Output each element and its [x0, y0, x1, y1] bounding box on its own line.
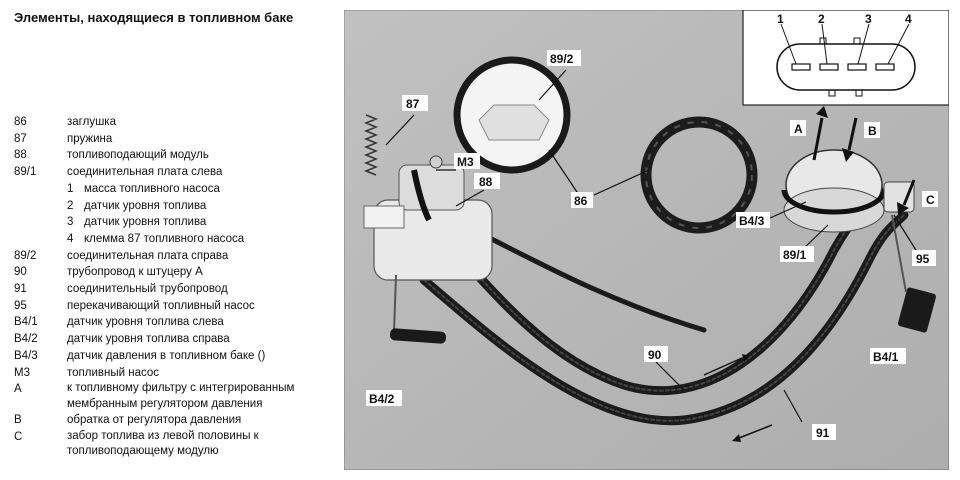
legend-description: заглушка	[67, 116, 116, 128]
legend-subnumber: 4	[67, 232, 74, 245]
label-B4-3: B4/3	[739, 214, 765, 228]
legend-description: обратка от регулятора давления	[67, 414, 242, 427]
legend-description: датчик давления в топливном баке ()	[67, 349, 266, 362]
flow-arrows	[703, 106, 916, 442]
label-B4-2: B4/2	[369, 392, 395, 406]
legend-description: пружина	[67, 132, 113, 145]
legend-code: B4/1	[14, 316, 38, 329]
connector-inset: 1 2 3 4	[742, 10, 949, 106]
label-95: 95	[916, 252, 930, 266]
legend-description: соединительный трубопровод	[67, 283, 228, 296]
legend-subnumber: 3	[67, 216, 74, 229]
legend-description: перекачивающий топливный насос	[67, 299, 255, 312]
connection-plate-left	[781, 149, 915, 233]
cap-89-2	[453, 56, 571, 174]
legend-item: 1 масса топливного насоса	[14, 181, 340, 198]
leader-lines	[385, 69, 920, 423]
cap-86-ring	[640, 116, 758, 234]
label-86: 86	[574, 194, 588, 208]
legend-code: 87	[14, 132, 27, 145]
legend-item: B4/2 датчик уровня топлива справа	[14, 331, 340, 348]
legend-code	[14, 181, 67, 198]
legend-code: 86	[14, 116, 27, 128]
legend-code: 90	[14, 266, 27, 279]
legend-item: B4/1 датчик уровня топлива слева	[14, 314, 340, 331]
legend-code: 88	[14, 149, 27, 162]
legend-subnumber: 2	[67, 199, 74, 212]
legend-description: датчик уровня топлива справа	[67, 333, 230, 346]
legend-code: B	[14, 414, 22, 427]
legend-description: трубопровод к штуцеру А	[67, 266, 203, 279]
label-M3: M3	[457, 155, 474, 169]
label-89-1: 89/1	[783, 248, 807, 262]
legend-description: датчик уровня топлива	[84, 216, 207, 229]
legend-subnumber: 1	[67, 182, 74, 195]
legend-description: соединительная плата слева	[67, 166, 223, 179]
photo-labels: 87 M3 88 89/2 86 A B C B4/3 89/1 95 B4/1…	[366, 50, 938, 440]
spring	[363, 114, 379, 176]
legend-list: 86 заглушка 87 пружина 88 топливоподающий мод…	[14, 114, 340, 460]
legend-item: M3 топливный насос	[14, 365, 340, 382]
legend-code	[14, 214, 67, 231]
legend-code: B4/2	[14, 333, 38, 346]
legend-item: 95 перекачивающий топливный насос	[14, 298, 340, 315]
level-sensor-left	[898, 287, 936, 333]
connector-pin-4: 4	[905, 12, 912, 26]
hoses	[419, 185, 909, 426]
legend-code: B4/3	[14, 349, 38, 362]
legend-item: 86 заглушка	[14, 114, 340, 131]
legend-description: датчик уровня топлива слева	[67, 316, 224, 329]
legend-item: 88 топливоподающий модуль	[14, 147, 340, 164]
legend-code: C	[14, 430, 23, 443]
legend-code: M3	[14, 366, 30, 379]
connector-pin-3: 3	[865, 12, 872, 26]
fuel-tank-components-photo: 1 2 3 4	[344, 10, 949, 470]
legend-description: клемма 87 топливного насоса	[84, 232, 245, 245]
page-title: Элементы, находящиеся в топливном баке	[14, 10, 294, 25]
legend-description: топливоподающий модуль	[67, 149, 209, 162]
label-90: 90	[648, 348, 662, 362]
legend-description: топливный насос	[67, 366, 160, 379]
legend-code: 89/2	[14, 249, 37, 262]
legend-description: датчик уровня топлива	[84, 199, 207, 212]
legend-code: 91	[14, 283, 27, 296]
label-89-2: 89/2	[550, 52, 574, 66]
connector-pin-2: 2	[818, 12, 825, 26]
level-sensor-right	[389, 274, 447, 344]
legend-item: 91 соединительный трубопровод	[14, 281, 340, 298]
legend-item: 4 клемма 87 топливного насоса	[14, 231, 340, 248]
legend-description: забор топлива из левой половины к топлив…	[67, 429, 259, 458]
legend-code: A	[14, 383, 22, 396]
legend-item: B4/3 датчик давления в топливном баке ()	[14, 348, 340, 365]
legend-item: 90 трубопровод к штуцеру А	[14, 264, 340, 281]
legend-description: соединительная плата справа	[67, 249, 229, 262]
legend-item: 3 датчик уровня топлива	[14, 214, 340, 231]
legend-code	[14, 231, 67, 248]
legend-code: 89/1	[14, 166, 37, 179]
legend-item: 89/2 соединительная плата справа	[14, 248, 340, 265]
label-C: C	[926, 193, 935, 207]
label-87: 87	[406, 97, 420, 111]
legend-item: 2 датчик уровня топлива	[14, 198, 340, 215]
legend-code	[14, 198, 67, 215]
legend-item: 89/1 соединительная плата слева	[14, 164, 340, 181]
label-B: B	[868, 124, 877, 138]
label-91: 91	[816, 426, 830, 440]
legend-description: к топливному фильтру с интегрированным м…	[67, 382, 295, 410]
label-B4-1: B4/1	[873, 350, 899, 364]
fuel-pump-module	[363, 155, 493, 281]
legend-description: масса топливного насоса	[84, 182, 220, 195]
label-A: A	[794, 122, 803, 136]
legend-item: 87 пружина	[14, 131, 340, 148]
connector-pin-1: 1	[777, 12, 784, 26]
legend-code: 95	[14, 299, 27, 312]
label-88: 88	[479, 175, 493, 189]
